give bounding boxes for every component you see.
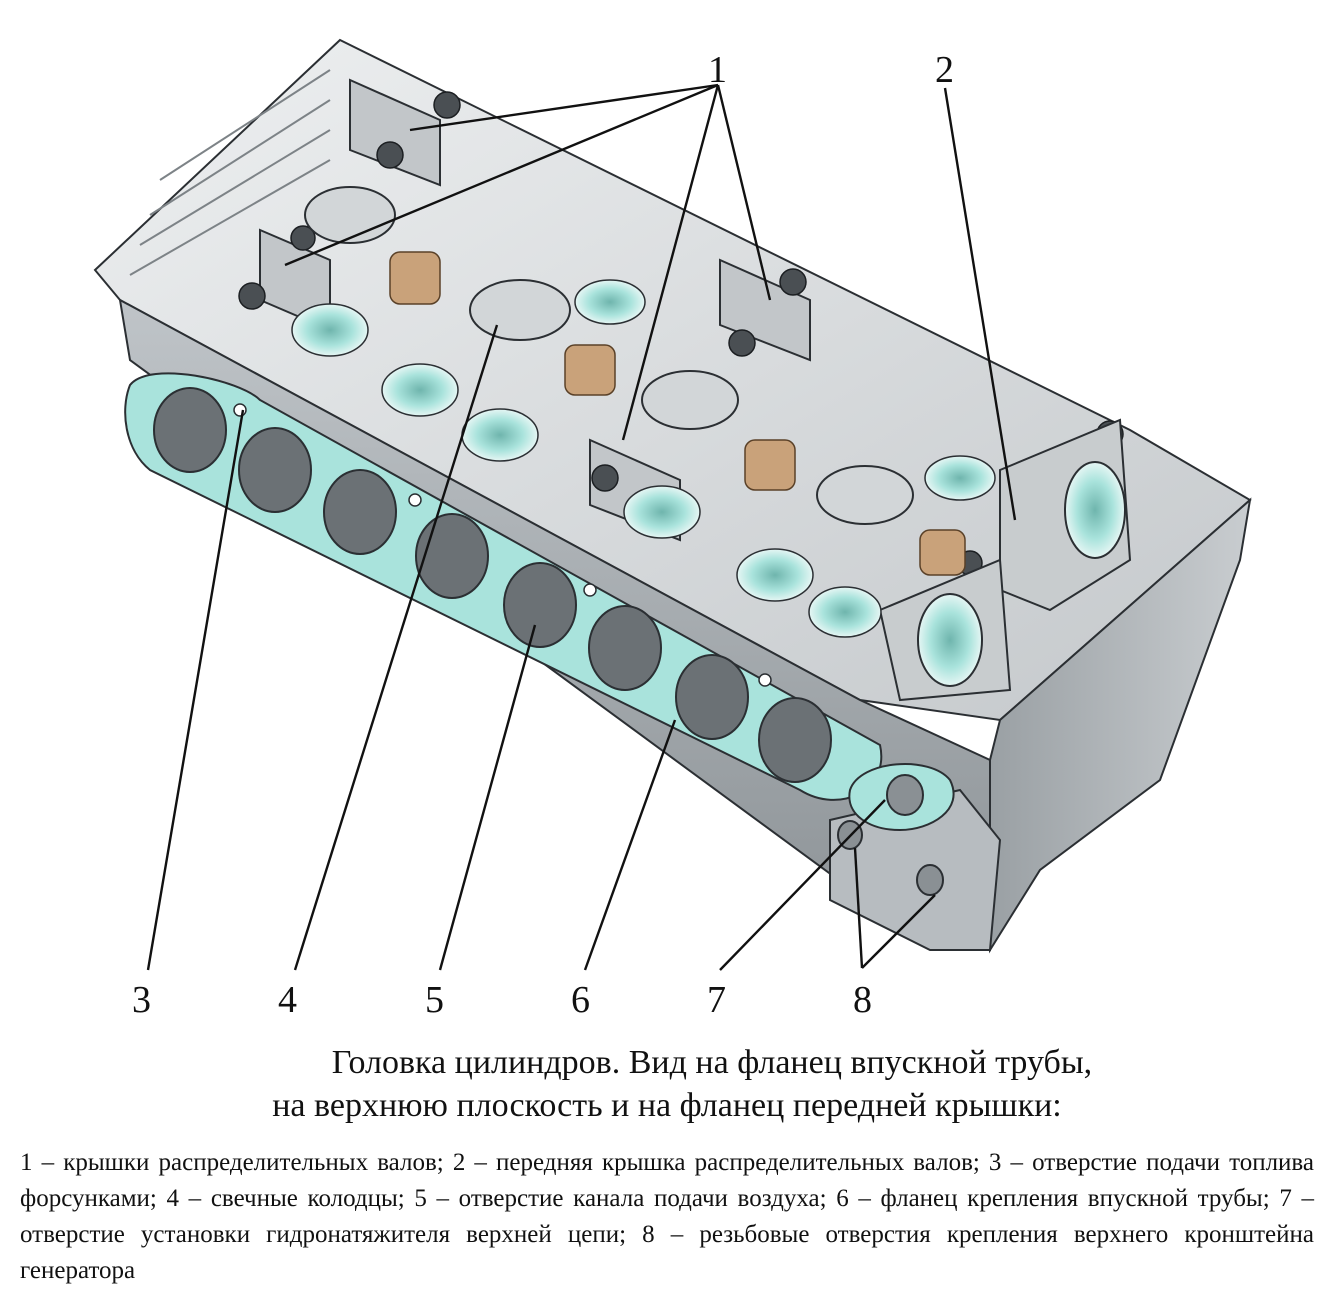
intake-ports [153, 387, 832, 783]
callout-5: 5 [425, 979, 444, 1021]
leader-lines [146, 83, 1017, 971]
callout-labels: 1 2 3 4 5 6 7 8 [132, 49, 954, 1021]
cylinder-head-illustration: 1 2 3 4 5 6 7 8 [93, 38, 1252, 1021]
callout-1: 1 [708, 49, 727, 91]
injector-holes [233, 403, 772, 687]
front-cover-bracket [829, 788, 1002, 951]
intake-flange [124, 372, 883, 801]
figure-legend: 1 – крышки распределительных валов; 2 – … [20, 1149, 1314, 1284]
front-camshaft-cap [878, 418, 1132, 702]
rear-wall-ribs [129, 69, 331, 276]
callout-2: 2 [935, 49, 954, 91]
callout-6: 6 [571, 979, 590, 1021]
spark-plug-wells [304, 186, 914, 525]
callout-7: 7 [707, 979, 726, 1021]
valve-pockets [291, 279, 996, 638]
callout-8: 8 [853, 979, 872, 1021]
valve-springs [389, 251, 966, 576]
callout-3: 3 [132, 979, 151, 1021]
front-end-face [989, 497, 1252, 954]
callout-4: 4 [278, 979, 297, 1021]
camshaft-caps [259, 78, 811, 542]
figure-caption-line-2: на верхнюю плоскость и на фланец передне… [272, 1087, 1062, 1124]
figure-caption-line-1: Головка цилиндров. Вид на фланец впускно… [331, 1044, 1093, 1081]
